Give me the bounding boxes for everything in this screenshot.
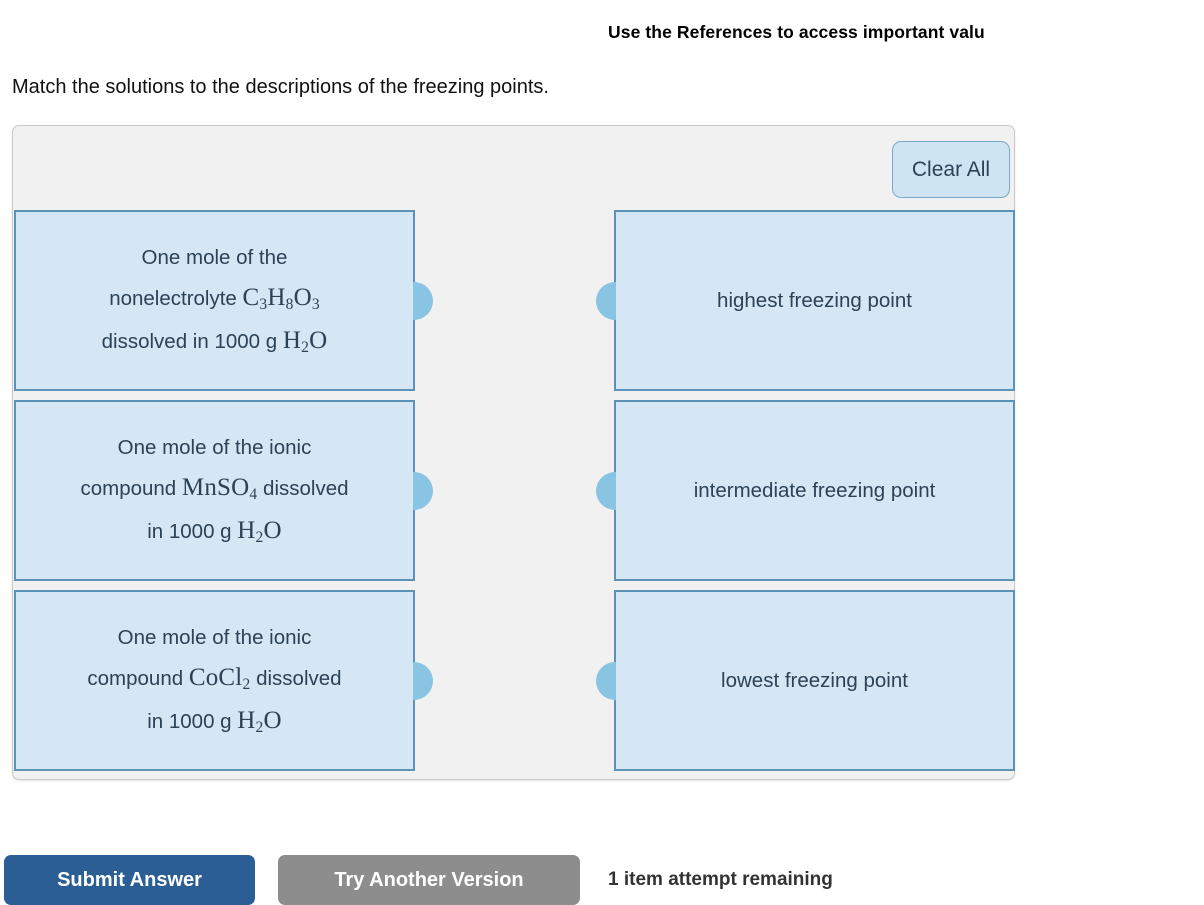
solution-card-glycerol-text: One mole of the nonelectrolyte C3H8O3 di… bbox=[88, 238, 342, 364]
description-card-intermediate[interactable]: intermediate freezing point bbox=[596, 400, 1015, 581]
matching-panel: Clear All One mole of the nonelectrolyte… bbox=[12, 125, 1015, 780]
action-bar: Submit Answer Try Another Version 1 item… bbox=[0, 855, 1204, 905]
mnso4-line3-prefix: in 1000 g bbox=[147, 519, 238, 543]
cocl2-line3-prefix: in 1000 g bbox=[147, 709, 238, 733]
formula-h2o-2: H2O bbox=[237, 516, 282, 546]
cocl2-line2-suffix: dissolved bbox=[250, 666, 342, 690]
description-card-lowest[interactable]: lowest freezing point bbox=[596, 590, 1015, 771]
mnso4-line1: One mole of the ionic bbox=[117, 435, 312, 459]
connector-knob-icon bbox=[596, 661, 616, 700]
clear-all-button[interactable]: Clear All bbox=[892, 141, 1010, 198]
cocl2-line2-prefix: compound bbox=[87, 666, 189, 690]
mnso4-line2-prefix: compound bbox=[80, 476, 182, 500]
matching-columns: One mole of the nonelectrolyte C3H8O3 di… bbox=[13, 210, 1015, 780]
connector-knob-icon bbox=[413, 281, 433, 320]
solution-card-cocl2-text: One mole of the ionic compound CoCl2 dis… bbox=[73, 618, 355, 744]
formula-cocl2: CoCl2 bbox=[188, 663, 251, 693]
references-note: Use the References to access important v… bbox=[608, 22, 985, 42]
connector-knob-icon bbox=[596, 471, 616, 510]
formula-h2o-3: H2O bbox=[237, 706, 282, 736]
formula-mnso4: MnSO4 bbox=[181, 473, 258, 503]
glycerol-line1: One mole of the bbox=[141, 245, 288, 269]
descriptions-column: highest freezing point intermediate free… bbox=[596, 210, 1015, 771]
solution-card-mnso4-text: One mole of the ionic compound MnSO4 dis… bbox=[66, 428, 362, 554]
mnso4-line2-suffix: dissolved bbox=[257, 476, 349, 500]
cocl2-line1: One mole of the ionic bbox=[117, 625, 312, 649]
try-another-version-button[interactable]: Try Another Version bbox=[278, 855, 580, 905]
question-prompt: Match the solutions to the descriptions … bbox=[12, 76, 549, 98]
description-card-highest-label: highest freezing point bbox=[717, 288, 912, 312]
attempts-remaining-text: 1 item attempt remaining bbox=[608, 869, 833, 890]
description-card-highest[interactable]: highest freezing point bbox=[596, 210, 1015, 391]
connector-knob-icon bbox=[413, 661, 433, 700]
description-card-lowest-label: lowest freezing point bbox=[721, 668, 908, 692]
solutions-column: One mole of the nonelectrolyte C3H8O3 di… bbox=[14, 210, 433, 771]
submit-answer-button[interactable]: Submit Answer bbox=[4, 855, 255, 905]
glycerol-line2-prefix: nonelectrolyte bbox=[109, 286, 243, 310]
formula-h2o-1: H2O bbox=[282, 326, 328, 356]
solution-card-cocl2[interactable]: One mole of the ionic compound CoCl2 dis… bbox=[14, 590, 433, 771]
connector-knob-icon bbox=[596, 281, 616, 320]
connector-knob-icon bbox=[413, 471, 433, 510]
solution-card-glycerol[interactable]: One mole of the nonelectrolyte C3H8O3 di… bbox=[14, 210, 433, 391]
solution-card-mnso4[interactable]: One mole of the ionic compound MnSO4 dis… bbox=[14, 400, 433, 581]
glycerol-line3-prefix: dissolved in 1000 g bbox=[101, 329, 283, 353]
description-card-intermediate-label: intermediate freezing point bbox=[693, 478, 936, 502]
formula-c3h8o3: C3H8O3 bbox=[242, 283, 320, 313]
